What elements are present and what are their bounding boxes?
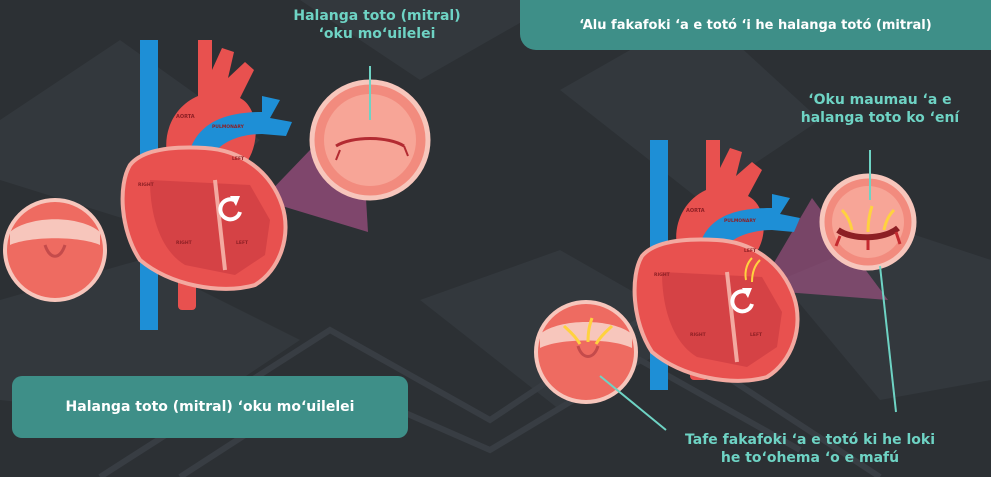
label-left-atrium: LEFT [232, 156, 245, 162]
damaged-septum [725, 271, 739, 363]
svg-text:RIGHT: RIGHT [654, 272, 671, 278]
damaged-valve-label: ‘Oku maumau ‘a e halanga toto ko ‘ení [800, 92, 960, 126]
leak-callout-line [599, 375, 667, 431]
svg-text:PULMONARY: PULMONARY [724, 218, 757, 224]
blood-flow-arrow [218, 196, 242, 222]
leak-label: Tafe fakafoki ‘a e totó ki he loki he to… [685, 432, 935, 466]
label-aorta: AORTA [176, 114, 195, 120]
label-left-ventricle: LEFT [236, 240, 249, 246]
damaged-valve-zoom-beam [758, 198, 888, 300]
healthy-valve-pill: Halanga toto (mitral) ‘oku mo‘uilelei [12, 376, 408, 438]
regurgitation-pill: ‘Alu fakafoki ‘a e totó ‘i he halanga to… [520, 0, 991, 50]
damaged-heart-chambers [662, 272, 782, 367]
septum [213, 179, 227, 271]
pulmonary-artery [190, 96, 292, 160]
healthy-valve-closeup [3, 198, 107, 302]
svg-text:AORTA: AORTA [686, 208, 705, 214]
leaking-valve-closeup [534, 300, 638, 404]
healthy-valve-magnified [309, 79, 431, 201]
label-right-atrium: RIGHT [138, 182, 155, 188]
damaged-valve-magnified [819, 173, 917, 271]
backflow-arrows-heart [744, 257, 761, 283]
damaged-blood-flow-arrow [730, 288, 754, 314]
healthy-valve-label: Halanga toto (mitral) ‘oku mo‘uilelei [293, 8, 461, 42]
svg-text:LEFT: LEFT [744, 248, 757, 254]
label-pulmonary-artery: PULMONARY [212, 124, 245, 130]
damaged-valve-bottom-line [879, 265, 897, 413]
svg-text:RIGHT: RIGHT [690, 332, 707, 338]
svg-text:LEFT: LEFT [750, 332, 763, 338]
heart-chambers [150, 180, 270, 275]
label-right-ventricle: RIGHT [176, 240, 193, 246]
